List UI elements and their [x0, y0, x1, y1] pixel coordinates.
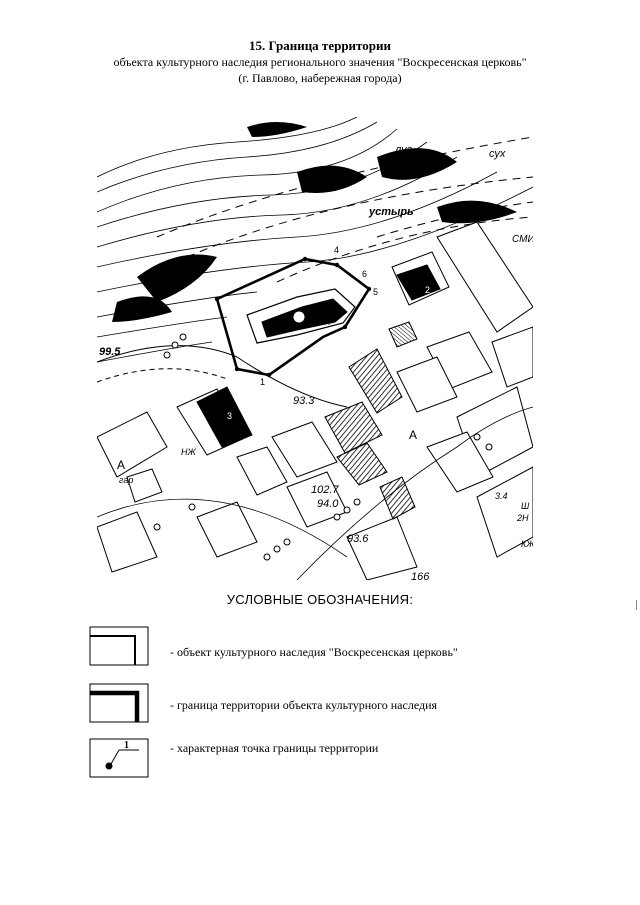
river-dashes	[156, 136, 533, 283]
map-label-a-left: А	[117, 458, 125, 472]
scan-edge-mark	[636, 600, 637, 610]
legend-text-boundary-point: - характерная точка границы территории	[170, 741, 379, 755]
legend-symbol-boundary-point: 1	[89, 738, 149, 778]
map-label-point-1: 1	[260, 377, 265, 387]
map-label-smi: СМИ	[512, 234, 533, 245]
legend-symbol-heritage-object	[89, 626, 149, 666]
legend-text-heritage-object: - объект культурного наследия "Воскресен…	[170, 645, 458, 659]
map-label-sukh: сух	[489, 148, 506, 160]
cadastral-map: луг сух устырь СМИ 1 2 3 4 5 6 7 99.5 93…	[97, 117, 533, 580]
map-label-nzh: НЖ	[181, 447, 196, 457]
map-label-elev-4: 94.0	[317, 498, 339, 510]
map-label-point-6: 6	[362, 269, 367, 279]
map-label-point-7: 7	[327, 317, 332, 327]
document-title: 15. Граница территории	[249, 38, 391, 53]
map-label-2n: 2Н	[516, 513, 529, 523]
shore-patches	[112, 122, 517, 322]
map-label-lug: луг	[394, 144, 413, 156]
map-label-point-5: 5	[373, 287, 378, 297]
document-subtitle: объекта культурного наследия регионально…	[113, 55, 527, 69]
road-markers	[153, 333, 493, 561]
map-label-ustyr: устырь	[368, 206, 414, 218]
map-label-object-3: 3	[227, 411, 232, 421]
boundary-points	[214, 256, 372, 378]
legend-text-territory-boundary: - граница территории объекта культурного…	[170, 698, 438, 712]
church-fill	[261, 298, 348, 338]
map-label-elev-5: 93.6	[347, 533, 369, 545]
map-label-point-4: 4	[334, 245, 339, 255]
map-label-a-right: А	[409, 428, 417, 442]
map-label-elev-1: 99.5	[99, 346, 121, 358]
map-label-mark: 3.4	[495, 491, 508, 501]
map-label-object-2: 2	[425, 285, 430, 295]
map-label-sh: Ш	[521, 501, 530, 511]
hatched-buildings	[324, 321, 418, 520]
legend-point-label: 1	[124, 740, 129, 751]
map-label-elev-3: 102.7	[311, 484, 339, 496]
document-location: (г. Павлово, набережная города)	[238, 71, 402, 85]
legend-symbol-territory-boundary	[89, 683, 149, 723]
map-label-elev-6: 166	[411, 571, 430, 580]
map-label-gar: гар	[119, 475, 133, 485]
map-label-kzh: КЖ	[521, 539, 533, 549]
map-label-elev-2: 93.3	[293, 395, 315, 407]
church-outline	[246, 288, 356, 344]
buildings	[97, 221, 533, 580]
legend-title: УСЛОВНЫЕ ОБОЗНАЧЕНИЯ:	[226, 592, 414, 607]
road	[97, 345, 348, 408]
